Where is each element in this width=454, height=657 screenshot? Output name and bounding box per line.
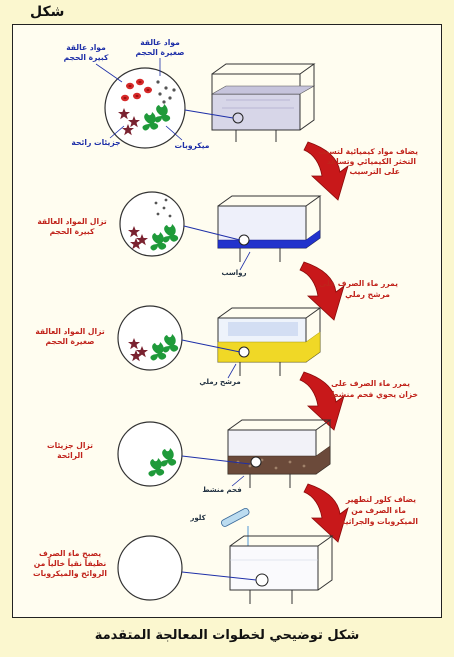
arrow1-text-3: على الترسيب: [350, 167, 401, 176]
step2-tank: [217, 195, 322, 262]
arrow1-text-1: يضاف مواد كيميائية لتسبب: [318, 147, 418, 156]
chlorine-label: كلور: [189, 514, 206, 522]
arrow-2: [299, 261, 345, 321]
step3-removal-1: تزال المواد العالقة: [35, 327, 105, 336]
step2-removal-1: تزال المواد العالقة: [37, 217, 107, 226]
step2-removal-2: كبيرة الحجم: [50, 227, 95, 236]
step1-circle: [104, 67, 186, 149]
label-small-solids-2: صغيرة الحجم: [136, 48, 185, 57]
arrow4-text-2: ماء الصرف من: [351, 506, 406, 515]
label-large-solids-2: كبيرة الحجم: [64, 53, 109, 62]
step5-removal-2: نظيفاً نقياً خالياً من: [34, 557, 107, 568]
step2-tank-label: رواسب: [221, 269, 246, 277]
arrow4-text-3: الميكروبات والجراثيم: [340, 517, 418, 526]
step5-tank: [229, 535, 334, 604]
figure-caption: شكل توضيحي لخطوات المعالجة المتقدمة: [94, 628, 360, 643]
step3-removal-2: صغيرة الحجم: [46, 337, 95, 346]
step5-removal-3: الروائح والميكروبات: [33, 569, 107, 578]
step4-removal-1: تزال جزيئات: [47, 441, 93, 450]
arrow2-text-1: يمرر ماء الصرف على: [319, 279, 398, 288]
arrow1-text-2: التخثر الكيميائي وتساعد: [327, 157, 416, 166]
label-odor: جزيئات رائحة: [71, 138, 120, 147]
figure-label: شكل: [30, 4, 65, 20]
arrow3-text-1: يمرر ماء الصرف على: [331, 379, 410, 388]
step4-removal-2: الرائحة: [57, 451, 83, 460]
chlorine-tube-icon: [221, 507, 250, 546]
arrow4-text-1: يضاف كلور لتطهير: [345, 495, 416, 504]
small-solids-icon: [156, 80, 176, 104]
step4-tank: [227, 419, 332, 488]
step2-circle: [119, 191, 185, 257]
label-small-solids-1: مواد عالقة: [140, 38, 180, 47]
step4-circle: [117, 421, 183, 487]
step3-tank-label: مرشح رملي: [199, 378, 240, 386]
label-large-solids-1: مواد عالقة: [66, 43, 106, 52]
step1-tank: [210, 63, 316, 142]
step3-circle: [117, 305, 183, 371]
step5-circle: [117, 535, 183, 601]
label-microbes: ميكروبات: [175, 141, 210, 150]
step4-tank-label: فحم منشط: [202, 486, 242, 494]
step3-tank: [217, 307, 322, 376]
step5-removal-1: يصبح ماء الصرف: [39, 549, 101, 558]
arrow-4: [303, 483, 349, 543]
arrow2-text-2: مرشح رملي: [345, 290, 390, 299]
arrow3-text-2: خزان يحوي فحم منشط: [331, 390, 418, 399]
